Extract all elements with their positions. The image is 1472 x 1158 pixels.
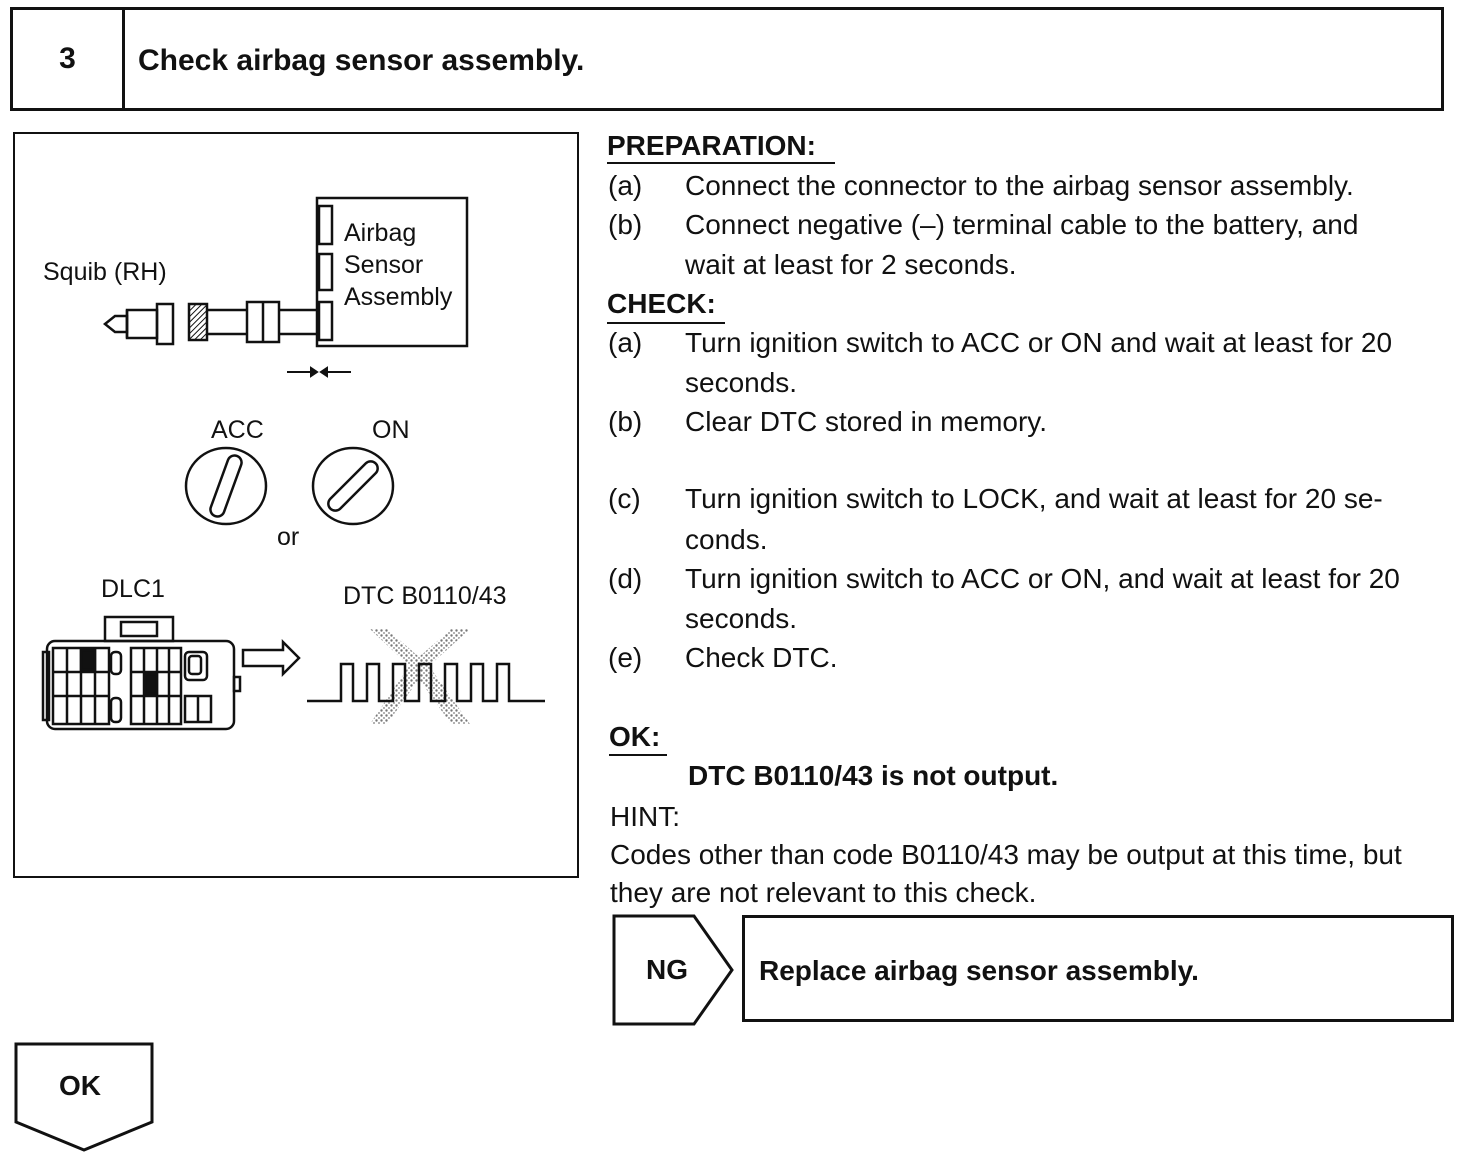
dtc-waveform-crossed-icon (307, 629, 545, 724)
check-underline (607, 322, 725, 324)
prep-step-b-text-2: wait at least for 2 seconds. (685, 249, 1017, 280)
on-label: ON (372, 416, 410, 444)
prep-step-b-text-1: Connect negative (–) terminal cable to t… (685, 209, 1359, 240)
check-step-c-text-1: Turn ignition switch to LOCK, and wait a… (685, 483, 1383, 514)
ng-label: NG (646, 954, 688, 985)
squib-connector-icon (102, 300, 319, 346)
ok-heading: OK: (609, 721, 661, 752)
check-step-b-label: (b) (608, 406, 643, 437)
dtc-code-label: DTC B0110/43 (343, 582, 507, 610)
step-title: Check airbag sensor assembly. (138, 44, 585, 77)
preparation-heading: PREPARATION: (607, 130, 816, 161)
ng-action-box: Replace airbag sensor assembly. (742, 915, 1454, 1022)
ng-arrow-shape (612, 914, 734, 1026)
sensor-label-airbag: Airbag (344, 219, 417, 247)
ok-flow-arrow-shape (14, 1042, 154, 1152)
squib-rh-label: Squib (RH) (43, 258, 167, 286)
check-step-a-text-1: Turn ignition switch to ACC or ON and wa… (685, 327, 1393, 358)
ignition-switch-acc-icon (184, 446, 268, 526)
prep-step-b-label: (b) (608, 209, 643, 240)
check-step-d-text-1: Turn ignition switch to ACC or ON, and w… (685, 563, 1400, 594)
hint-text-2: they are not relevant to this check. (610, 877, 1037, 908)
check-step-b-text: Clear DTC stored in memory. (685, 406, 1048, 437)
preparation-underline (607, 162, 835, 164)
check-step-d-text-2: seconds. (685, 603, 798, 634)
check-step-d-label: (d) (608, 563, 643, 594)
ok-flow-label: OK (59, 1070, 101, 1101)
dlc1-label: DLC1 (101, 575, 165, 603)
check-step-c-text-2: conds. (685, 524, 768, 555)
ng-action-text: Replace airbag sensor assembly. (759, 955, 1199, 986)
hint-heading: HINT: (610, 801, 680, 832)
step-header: 3 Check airbag sensor assembly. (10, 7, 1444, 111)
step-number: 3 (13, 10, 125, 108)
hint-text-1: Codes other than code B0110/43 may be ou… (610, 839, 1402, 870)
acc-label: ACC (211, 416, 264, 444)
prep-step-a-label: (a) (608, 170, 643, 201)
check-step-a-text-2: seconds. (685, 367, 798, 398)
ok-result-value: DTC B0110/43 is not output. (688, 760, 1059, 791)
ignition-switch-on-icon (311, 446, 395, 526)
illustration-panel: Squib (RH) Airbag Sensor Assembly ACC ON… (13, 132, 579, 878)
check-step-c-label: (c) (608, 483, 641, 514)
or-label: or (277, 523, 300, 551)
sensor-label-sensor: Sensor (344, 251, 424, 279)
airbag-sensor-assembly-icon (315, 196, 469, 348)
connect-arrows-icon (287, 366, 351, 378)
check-heading: CHECK: (607, 288, 716, 319)
check-step-a-label: (a) (608, 327, 643, 358)
illustration-drawing (41, 196, 545, 731)
check-step-e-text: Check DTC. (685, 642, 838, 673)
sensor-label-assembly: Assembly (344, 283, 453, 311)
ok-underline (609, 754, 667, 756)
dlc1-connector-icon (41, 615, 242, 731)
prep-step-a-text: Connect the connector to the airbag sens… (685, 170, 1354, 201)
check-step-e-label: (e) (608, 642, 643, 673)
hollow-arrow-icon (241, 638, 301, 678)
